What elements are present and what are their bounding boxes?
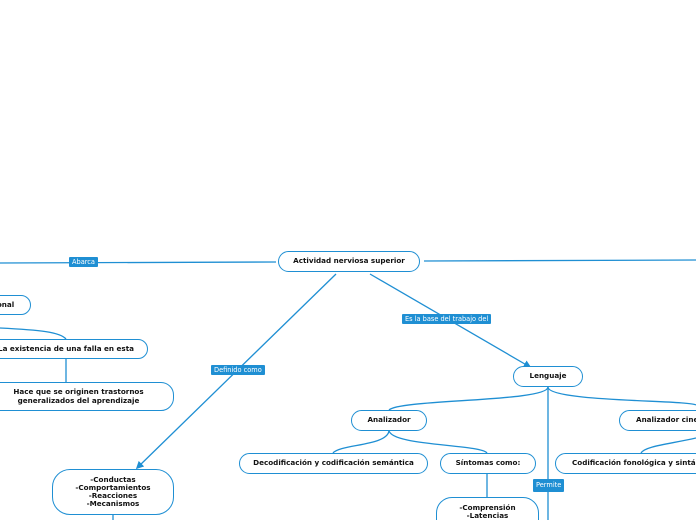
- relation-label-permite[interactable]: Permite: [533, 479, 565, 492]
- relation-label-abarca[interactable]: Abarca: [69, 257, 98, 267]
- topic-analizador-cine[interactable]: Analizador cine: [619, 410, 696, 431]
- topic-conductas[interactable]: -Conductas -Comportamientos -Reacciones …: [52, 469, 174, 515]
- topic-falla[interactable]: La existencia de una falla en esta: [0, 339, 148, 359]
- topic-decodificacion[interactable]: Decodificación y codificación semántica: [239, 453, 428, 474]
- link-analizador-to-sintomas: [388, 429, 488, 454]
- link-analizador-cine-to-codificacion: [640, 437, 696, 454]
- central-topic-actividad-nerviosa-superior[interactable]: Actividad nerviosa superior: [278, 251, 420, 272]
- topic-sintomas[interactable]: Síntomas como:: [440, 453, 536, 474]
- link-central-to-left: [0, 261, 277, 264]
- relation-label-es-la-base[interactable]: Es la base del trabajo del: [402, 314, 492, 324]
- topic-comprension[interactable]: -Comprensión -Latencias: [436, 497, 539, 520]
- link-onal-to-falla: [0, 327, 67, 340]
- link-central-to-right: [423, 259, 696, 262]
- relation-label-definido-como[interactable]: Definido como: [211, 365, 265, 375]
- link-lenguaje-to-analizador: [388, 386, 549, 411]
- link-lenguaje-to-analizador-cine: [547, 386, 696, 406]
- topic-trastornos[interactable]: Hace que se originen trastornos generali…: [0, 382, 174, 411]
- topic-analizador[interactable]: Analizador: [351, 410, 427, 431]
- link-analizador-to-decodificacion: [332, 429, 390, 454]
- topic-codificacion[interactable]: Codificación fonológica y sintáctic: [555, 453, 696, 474]
- topic-lenguaje[interactable]: Lenguaje: [513, 366, 583, 387]
- topic-onal[interactable]: onal: [0, 295, 31, 315]
